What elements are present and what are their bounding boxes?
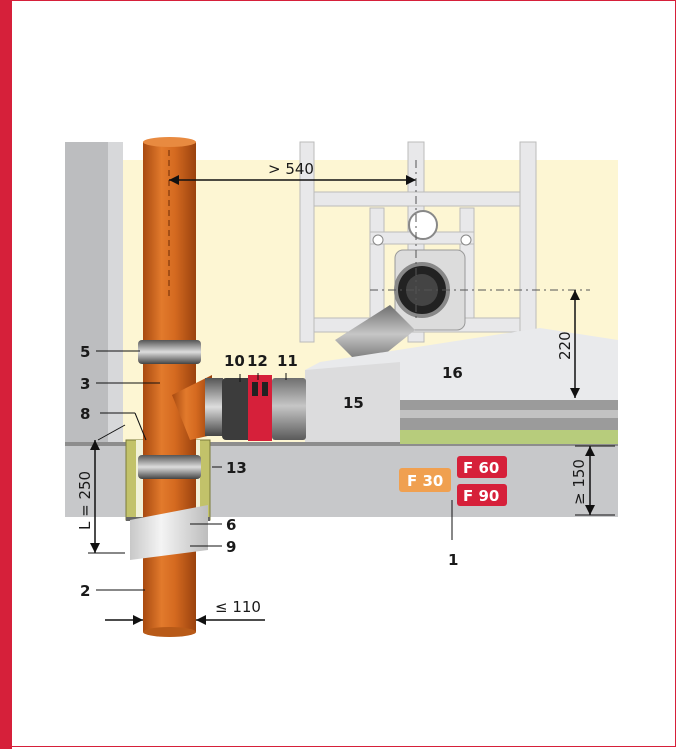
floor-edge xyxy=(65,442,618,446)
arrow-up-icon xyxy=(90,440,100,450)
diagram-frame xyxy=(12,0,676,747)
dim-150-label: ≥ 150 xyxy=(570,459,588,505)
bolt-icon xyxy=(372,234,384,246)
badge-f30-label: F 30 xyxy=(407,472,443,490)
bolt-icon xyxy=(460,234,472,246)
dim-250-tick xyxy=(97,424,126,441)
label-3: 3 xyxy=(80,375,90,393)
arrow-right-icon xyxy=(133,615,143,625)
label-10: 10 xyxy=(224,352,245,370)
label-16: 16 xyxy=(442,364,463,382)
badge-f90 xyxy=(457,484,507,506)
left-wall-face xyxy=(108,142,123,445)
label-11: 11 xyxy=(277,352,298,370)
insulation-stripe xyxy=(400,410,618,418)
green-layer xyxy=(400,430,618,444)
dim-110-label: ≤ 110 xyxy=(215,598,261,616)
ring-5 xyxy=(138,340,201,364)
arrow-down-icon xyxy=(90,543,100,553)
label-2: 2 xyxy=(80,582,90,600)
box-15 xyxy=(305,362,400,442)
leader-lines xyxy=(96,350,453,591)
fire-rating-badges: F 30 F 60 F 90 xyxy=(399,456,507,506)
seal-12 xyxy=(248,375,272,441)
arrow-left-icon xyxy=(169,175,179,185)
seal-slot xyxy=(262,382,268,396)
wrap-band-9 xyxy=(130,505,208,560)
label-12: 12 xyxy=(247,352,268,370)
collar-11 xyxy=(272,378,306,440)
badge-f90-label: F 90 xyxy=(463,487,499,505)
label-9: 9 xyxy=(226,538,236,556)
label-6: 6 xyxy=(226,516,236,534)
arrow-up-icon xyxy=(585,446,595,456)
badge-f30 xyxy=(399,468,451,492)
dim-220-label: 220 xyxy=(556,331,574,360)
badge-f60 xyxy=(457,456,507,478)
arrow-right-icon xyxy=(406,175,416,185)
pipe-bottom xyxy=(143,627,196,637)
arrow-left-icon xyxy=(196,615,206,625)
branch-ring xyxy=(205,378,223,436)
tee-branch xyxy=(172,375,212,440)
label-13: 13 xyxy=(226,459,247,477)
seal-slot xyxy=(252,382,258,396)
dim-540-label: > 540 xyxy=(268,160,314,178)
accent-bar xyxy=(0,0,12,749)
ring-lower xyxy=(138,455,201,479)
pipe-top xyxy=(143,137,196,147)
dim-250-label: L = 250 xyxy=(76,471,94,530)
inlet-ring xyxy=(408,210,438,240)
label-5: 5 xyxy=(80,343,90,361)
badge-f60-label: F 60 xyxy=(463,459,499,477)
arrow-down-icon xyxy=(585,505,595,515)
arrow-down-icon xyxy=(570,388,580,398)
label-15: 15 xyxy=(343,394,364,412)
label-8: 8 xyxy=(80,405,90,423)
label-1: 1 xyxy=(448,551,458,569)
arrow-up-icon xyxy=(570,290,580,300)
